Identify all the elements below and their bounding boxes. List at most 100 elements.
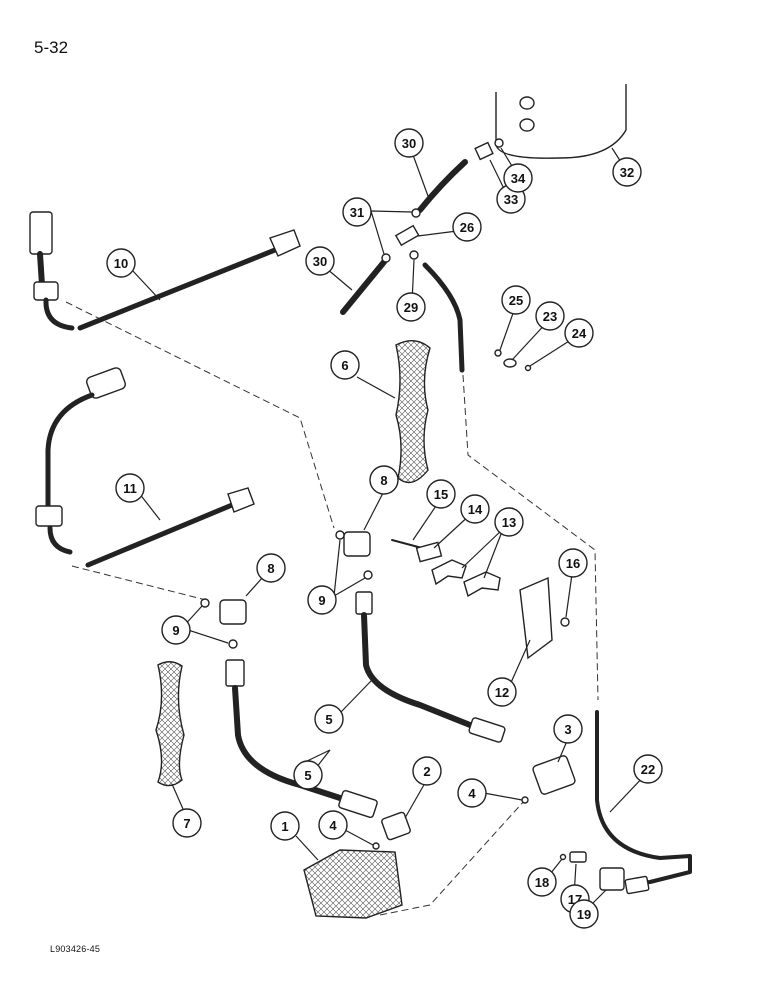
callout-9b-label: 9 [172, 623, 179, 638]
callout-31-label: 31 [350, 205, 364, 220]
leader-1 [295, 835, 319, 861]
washer-4-a [521, 796, 529, 804]
tube-11-line [85, 502, 235, 568]
callout-9b: 9 [161, 615, 191, 645]
clip-23 [503, 358, 517, 368]
callout-32: 32 [612, 157, 642, 187]
callout-24-label: 24 [572, 326, 587, 341]
hose-5-right-end-fitting [468, 717, 506, 743]
callout-30a: 30 [394, 128, 424, 158]
callout-22-label: 22 [641, 762, 655, 777]
tube-11-elbow [35, 505, 63, 527]
assembly-dash-lines [65, 301, 599, 916]
leader-8a [363, 492, 384, 531]
o-ring-9-b [363, 570, 373, 580]
clamp-13-b [463, 571, 501, 598]
reservoir [495, 84, 627, 159]
leader-12 [508, 639, 531, 688]
callout-2: 2 [412, 756, 442, 786]
callout-9a: 9 [307, 585, 337, 615]
callout-14: 14 [460, 494, 490, 524]
sleeve-7 [155, 661, 185, 787]
tee-26-body [394, 224, 420, 247]
callout-3: 3 [553, 714, 583, 744]
callout-26: 26 [452, 212, 482, 242]
callout-32-label: 32 [620, 165, 634, 180]
callout-13: 13 [494, 507, 524, 537]
tube-11-flange [227, 487, 255, 513]
tube-11-drain [47, 525, 73, 555]
sleeve-6 [395, 340, 431, 484]
reservoir-port-upper [519, 96, 535, 110]
callout-13-label: 13 [502, 515, 516, 530]
callout-30a-label: 30 [402, 136, 416, 151]
hose-30-upper [417, 159, 468, 213]
callout-6-label: 6 [341, 358, 348, 373]
screw-24 [524, 364, 532, 372]
fitting-34-washer [494, 138, 504, 148]
reservoir-port-lower [519, 118, 535, 132]
tube-10-line [77, 245, 283, 331]
callout-31: 31 [342, 197, 372, 227]
callout-22: 22 [633, 754, 663, 784]
callout-12: 12 [487, 677, 517, 707]
callout-4a-label: 4 [468, 786, 476, 801]
callout-23-label: 23 [543, 309, 557, 324]
clamp-31-lower [381, 253, 391, 263]
callout-4a: 4 [457, 778, 487, 808]
callout-7: 7 [172, 808, 202, 838]
callout-8a-label: 8 [380, 473, 387, 488]
leader-5a [340, 679, 373, 713]
callout-5b-label: 5 [304, 768, 311, 783]
dash-line-10-to-8 [65, 301, 335, 529]
tube-11-connector [86, 367, 126, 399]
leader-10 [131, 269, 161, 301]
dash-line-29-to-22 [462, 374, 599, 701]
callout-18-label: 18 [535, 875, 549, 890]
tube-10-connector [29, 211, 53, 255]
callout-5b: 5 [293, 760, 323, 790]
callout-5a: 5 [314, 704, 344, 734]
callout-10: 10 [106, 248, 136, 278]
tee-fitting-19 [599, 867, 625, 891]
leader-4a [483, 792, 523, 801]
callout-29-label: 29 [404, 300, 418, 315]
bracket-12 [519, 576, 553, 660]
callout-23: 23 [535, 301, 565, 331]
hose-5-left [225, 659, 378, 819]
callout-8a: 8 [369, 465, 399, 495]
callout-4b-label: 4 [329, 818, 337, 833]
leader-5b [304, 749, 331, 769]
callout-8b: 8 [256, 553, 286, 583]
o-ring-9-d [228, 639, 238, 649]
leader-9a [333, 539, 366, 597]
callout-3-label: 3 [564, 722, 571, 737]
leader-13 [461, 528, 504, 579]
o-ring-9-c [200, 598, 210, 608]
callout-2-label: 2 [423, 764, 430, 779]
leader-4b [344, 829, 374, 846]
reservoir-body [495, 84, 627, 159]
fitting-33 [474, 141, 494, 161]
callout-30b-label: 30 [313, 254, 327, 269]
callout-10-label: 10 [114, 256, 128, 271]
callout-12-label: 12 [495, 685, 509, 700]
callout-34-label: 34 [511, 171, 526, 186]
callout-9a-label: 9 [318, 593, 325, 608]
elbow-fitting-3 [532, 755, 576, 795]
callout-29: 29 [396, 292, 426, 322]
return-tube [422, 262, 465, 373]
page-number: 5-32 [34, 38, 69, 57]
callout-16-label: 16 [566, 556, 580, 571]
elbow-fitting-2 [381, 811, 411, 841]
hose-5-left-line [232, 685, 343, 801]
clamp-29 [409, 250, 419, 260]
hose-5-right-line [361, 612, 473, 728]
hose-5-right [355, 591, 506, 743]
tube-10-assembly [29, 211, 301, 331]
callout-5-label: 5 [325, 712, 332, 727]
callout-19: 19 [569, 899, 599, 929]
callout-26-label: 26 [460, 220, 474, 235]
reference-code: L903426-45 [50, 944, 101, 954]
bolt-15 [391, 539, 423, 549]
